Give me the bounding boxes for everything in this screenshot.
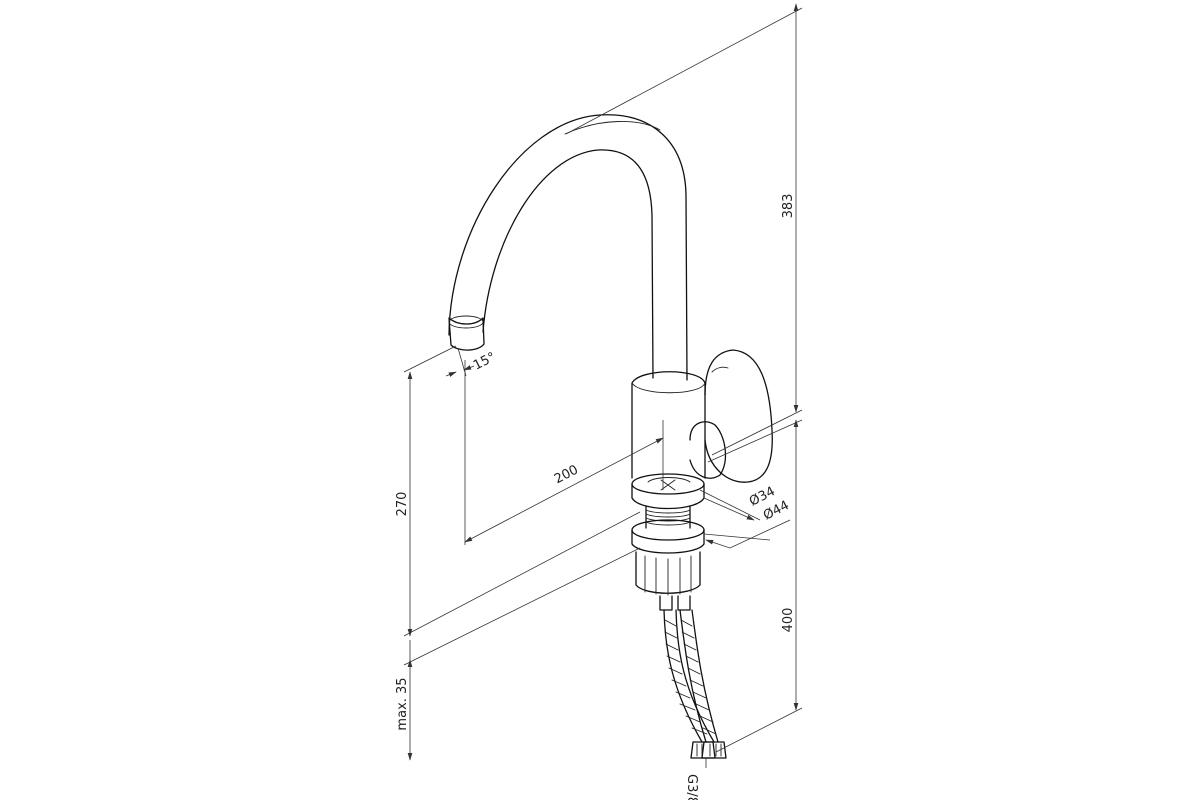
hose-braid-left: [664, 619, 708, 735]
dim-d34-line: [703, 497, 755, 521]
dim-383-extension-top: [565, 7, 803, 135]
dim-400-extension-top: [707, 419, 803, 463]
dim-270-extension-bottom: [403, 511, 641, 637]
body-cylinder: [631, 371, 706, 479]
dim-15-leader-left: [445, 371, 457, 377]
dim-35-extension-bottom: [403, 547, 641, 666]
body-top-ellipse: [631, 382, 706, 394]
mounting-washer-top: [631, 519, 705, 541]
hose-end-nut-lines: [696, 743, 722, 757]
dim-200-line: [464, 437, 664, 543]
hose-left: [663, 609, 715, 743]
label-spout-height: 270: [395, 492, 410, 517]
handle-lever: [704, 349, 773, 483]
hose-braid-right: [680, 619, 717, 735]
dim-400-extension-bottom: [715, 707, 803, 753]
handle-inner-line: [711, 366, 729, 373]
base-inner-ellipse: [647, 477, 691, 483]
dim-15-leader-right: [463, 365, 475, 371]
dim-383-extension-bottom: [711, 409, 803, 456]
shank-threads: [645, 509, 691, 526]
hose-connector-left: [659, 595, 673, 611]
label-height-total: 383: [781, 194, 796, 219]
spout-aerator-ring: [448, 315, 484, 329]
label-connection-thread: G3/8: [684, 774, 699, 800]
dim-270-extension-top: [403, 345, 457, 373]
hose-right: [679, 609, 719, 743]
handle-base: [689, 421, 727, 479]
spout-aerator: [448, 317, 485, 351]
hose-end-fitting-right: [701, 741, 727, 759]
hose-connector-right: [677, 595, 691, 611]
label-hose-length: 400: [781, 608, 796, 633]
mounting-washer-side: [631, 529, 705, 554]
label-max-thickness: max. 35: [395, 677, 410, 730]
spout-inner-curve: [482, 149, 654, 379]
dim-15-spout-axis: [457, 347, 467, 377]
dim-d44-extension: [703, 533, 771, 541]
spout-highlight: [564, 121, 661, 135]
spout-outer-curve: [448, 114, 688, 381]
flexible-hoses: [663, 609, 727, 759]
base-ring-top: [631, 473, 705, 495]
dimension-lines: [403, 3, 803, 768]
dim-d44-line: [705, 519, 791, 549]
label-spout-angle: 15°: [471, 350, 498, 374]
nut-ribs: [644, 555, 692, 596]
base-ring-side: [631, 483, 705, 510]
